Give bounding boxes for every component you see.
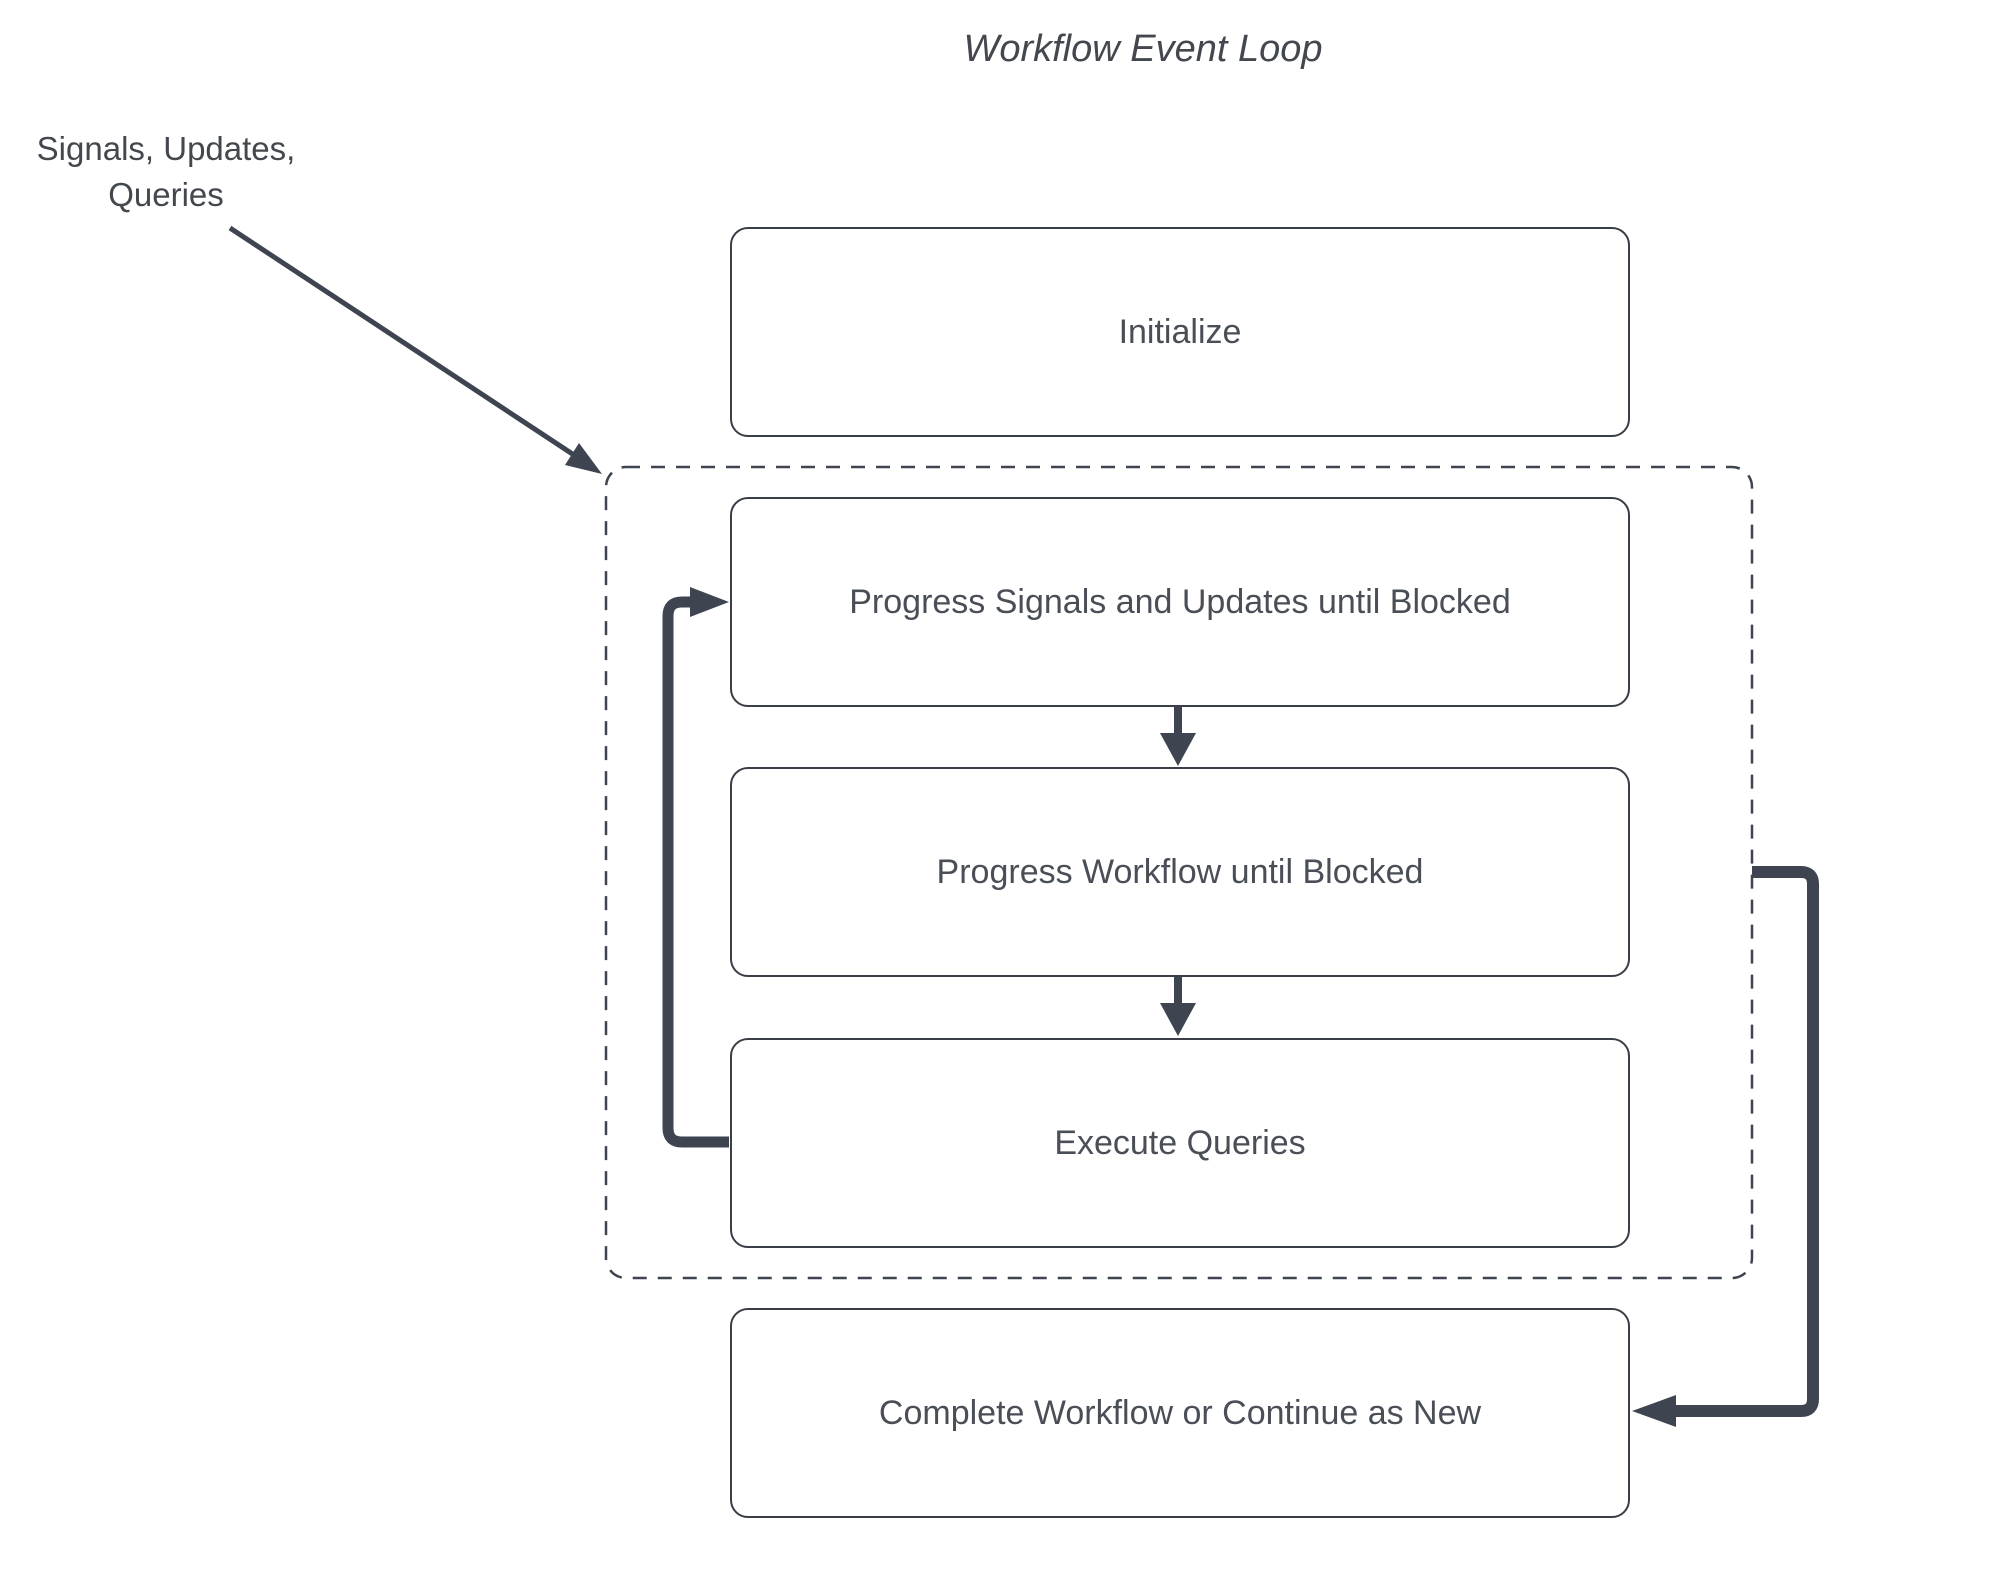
- node-execute-queries-label: Execute Queries: [1054, 1123, 1306, 1162]
- external-inputs-label-line2: Queries: [108, 175, 224, 213]
- arrow-group-to-complete: [1632, 866, 1819, 1427]
- node-initialize: Initialize: [730, 227, 1630, 437]
- node-execute-queries: Execute Queries: [730, 1038, 1630, 1248]
- arrow-external-inputs-to-group: [228, 225, 602, 474]
- node-complete-workflow-label: Complete Workflow or Continue as New: [878, 1393, 1482, 1432]
- diagram-title: Workflow Event Loop: [963, 28, 1323, 70]
- node-progress-signals-and-updates: Progress Signals and Updates until Block…: [730, 497, 1630, 707]
- node-progress-signals-label: Progress Signals and Updates until Block…: [849, 582, 1511, 621]
- arrow-loop-back: [662, 587, 729, 1148]
- arrow-signals-to-workflow: [1160, 707, 1196, 766]
- node-progress-workflow-label: Progress Workflow until Blocked: [936, 852, 1424, 891]
- node-progress-workflow: Progress Workflow until Blocked: [730, 767, 1630, 977]
- external-inputs-label-line1: Signals, Updates,: [36, 130, 296, 167]
- arrow-workflow-to-queries: [1160, 977, 1196, 1036]
- node-complete-workflow: Complete Workflow or Continue as New: [730, 1308, 1630, 1518]
- external-inputs-label: Signals, Updates, Queries: [16, 126, 316, 217]
- node-initialize-label: Initialize: [1118, 312, 1242, 351]
